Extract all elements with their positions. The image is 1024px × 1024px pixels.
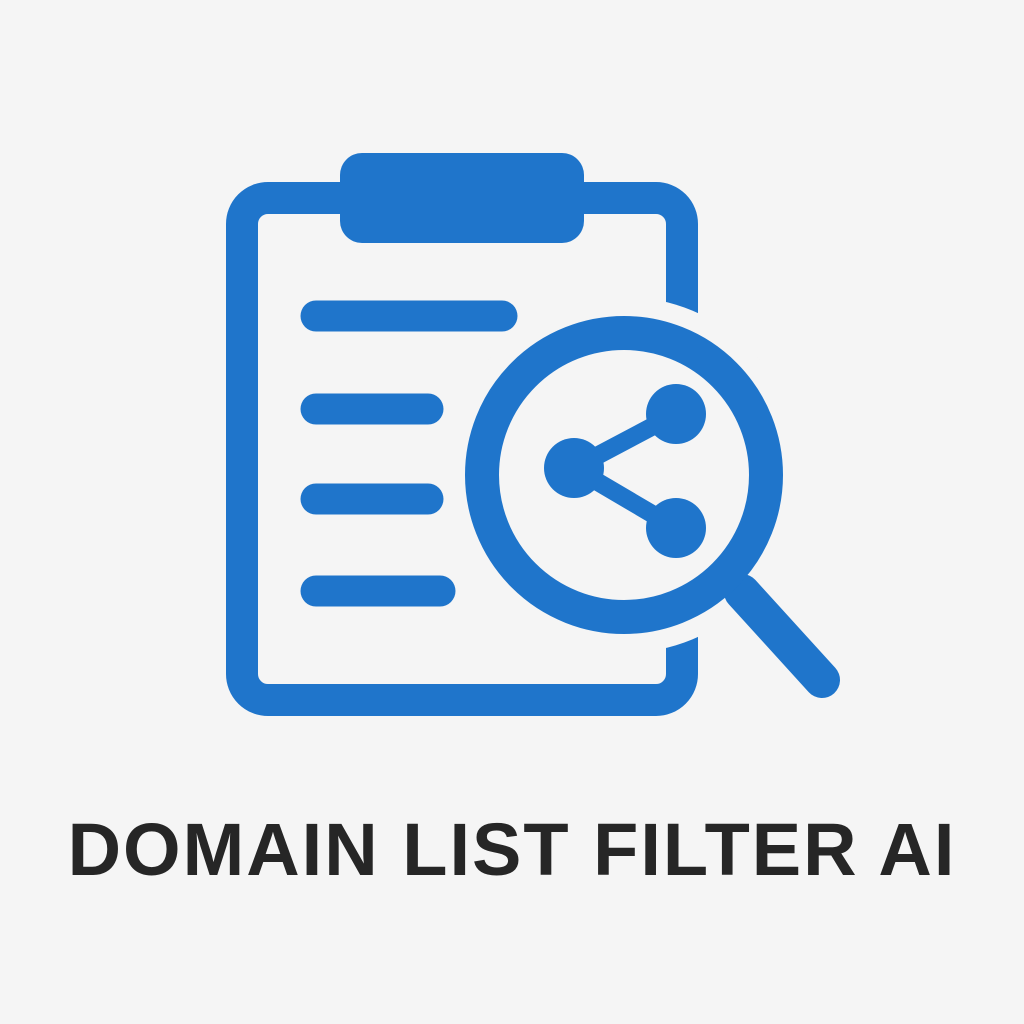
clipboard-clip	[340, 153, 584, 243]
magnifier-lens	[465, 316, 783, 634]
clipboard-magnifier-share-icon	[226, 153, 840, 716]
brand-title: DOMAIN LIST FILTER AI	[67, 808, 957, 891]
share-icon	[544, 384, 706, 558]
magnifier-handle	[724, 574, 840, 698]
